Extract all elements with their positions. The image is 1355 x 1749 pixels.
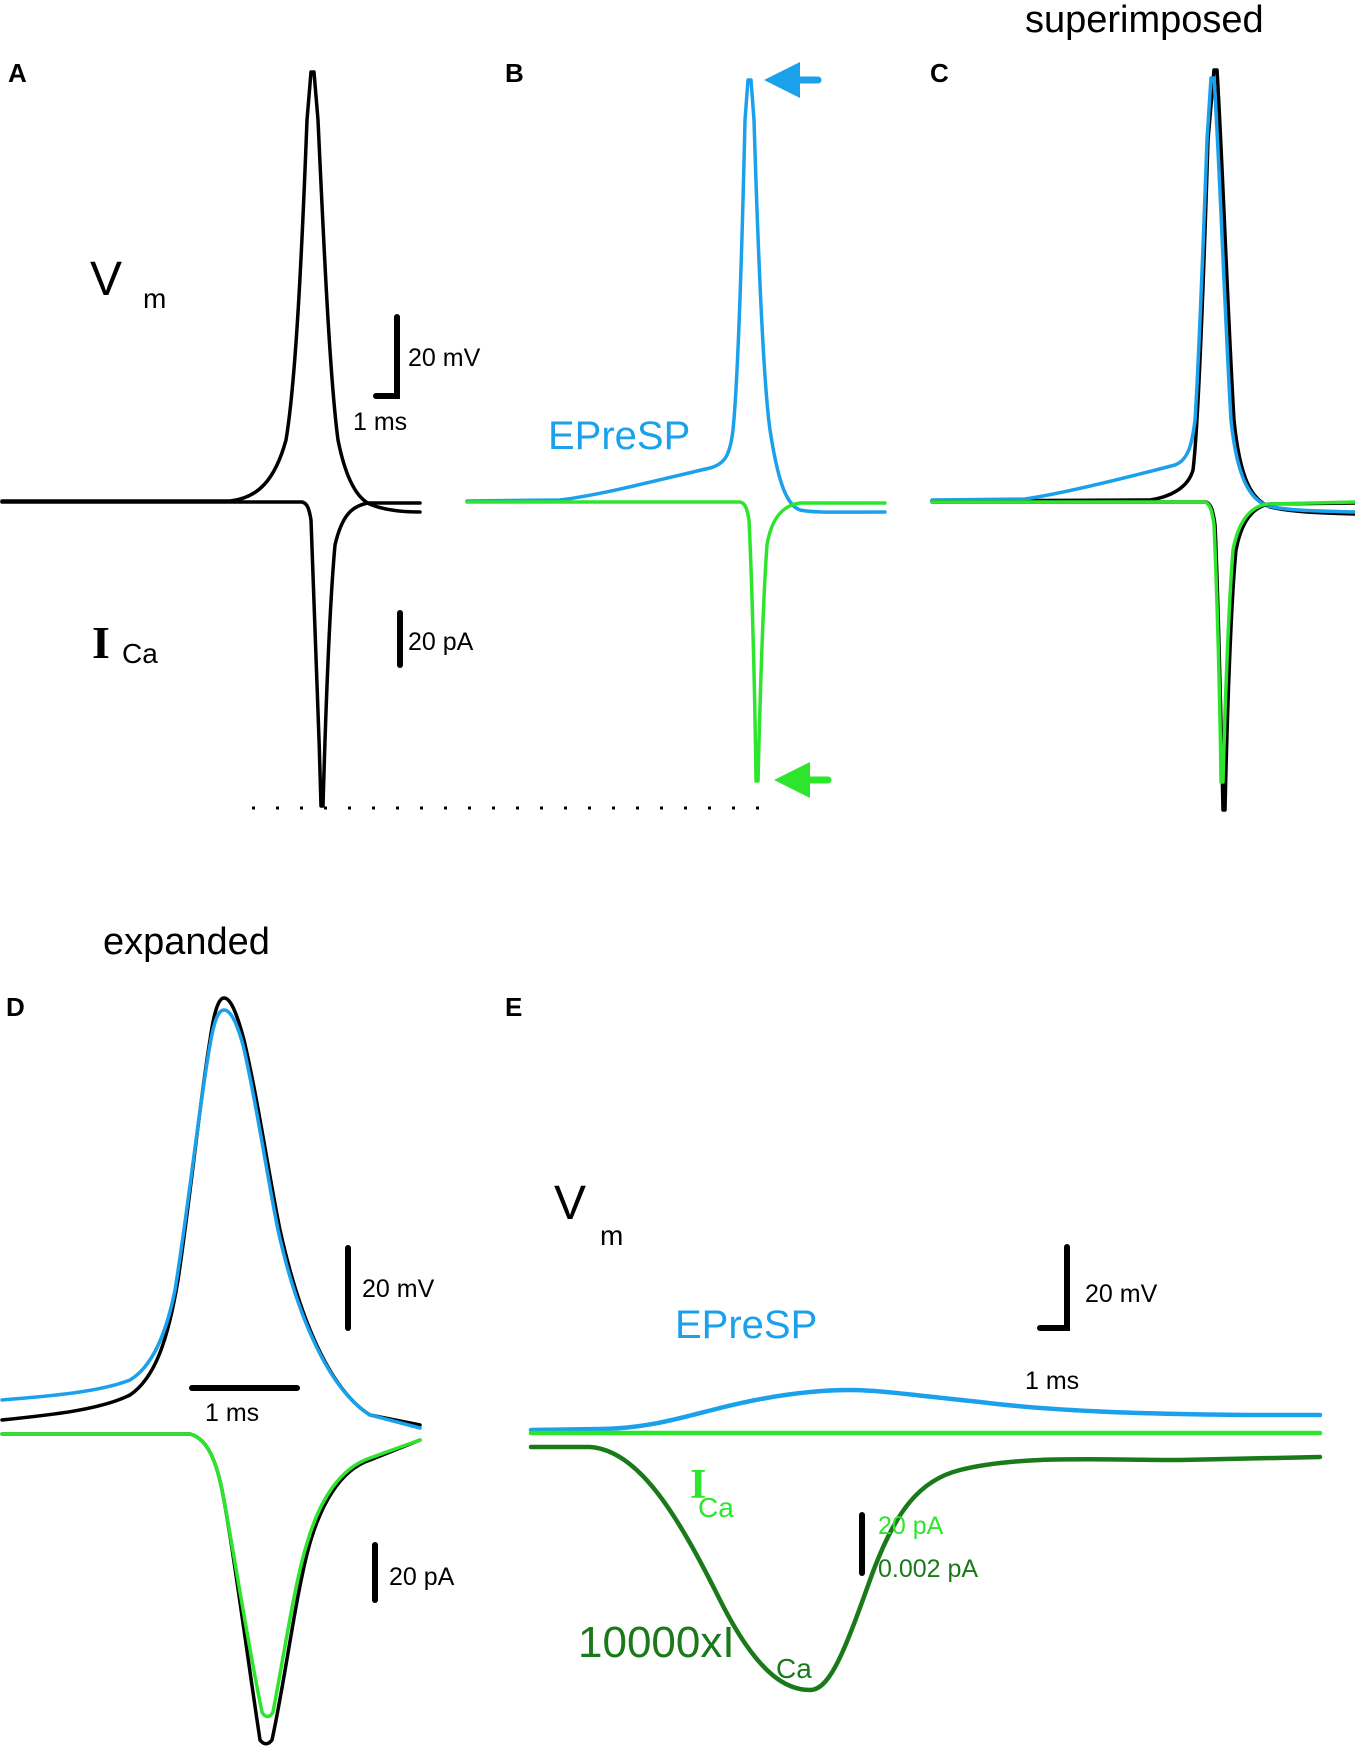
scale-e-current-2: 0.002 pA bbox=[878, 1555, 978, 1583]
trace-d-ica-epresp bbox=[0, 1432, 422, 1719]
label-ica-scaled: 10000xI bbox=[578, 1618, 735, 1667]
scale-e-current-1: 20 pA bbox=[878, 1512, 944, 1540]
trace-c-ica-model bbox=[930, 500, 1355, 812]
arrow-left-icon bbox=[764, 62, 822, 98]
panel-a: A V m I Ca 20 mV 1 ms 20 pA bbox=[0, 58, 770, 810]
panel-b: B EPreSP bbox=[465, 58, 887, 798]
scalebar-a-vt bbox=[373, 314, 400, 399]
panel-e: E V m EPreSP 20 mV 1 ms I Ca 20 pA 0.002… bbox=[505, 992, 1323, 1693]
arrow-left-icon bbox=[774, 762, 832, 798]
trace-d-ica-model bbox=[0, 1432, 422, 1746]
scalebar-e-vt bbox=[1037, 1244, 1070, 1331]
label-epresp-e: EPreSP bbox=[675, 1303, 817, 1347]
trace-d-epresp bbox=[0, 1008, 422, 1430]
label-ica-scaled-sub: Ca bbox=[776, 1653, 812, 1684]
trace-b-epresp bbox=[465, 78, 887, 514]
scale-d-voltage: 20 mV bbox=[362, 1275, 435, 1303]
panel-letter-e: E bbox=[505, 992, 522, 1022]
scale-d-time: 1 ms bbox=[205, 1399, 259, 1427]
trace-c-epresp bbox=[930, 76, 1355, 514]
trace-b-ica bbox=[465, 500, 887, 783]
label-vm-a: V bbox=[90, 253, 122, 306]
scale-a-current: 20 pA bbox=[408, 628, 474, 656]
panel-d: expanded D 20 mV 1 ms 20 pA bbox=[0, 921, 455, 1746]
trace-a-vm bbox=[0, 70, 422, 514]
label-ica-a-sub: Ca bbox=[122, 638, 158, 669]
panel-letter-b: B bbox=[505, 58, 524, 88]
panel-c: superimposed C bbox=[930, 0, 1355, 812]
trace-c-ica-epresp bbox=[930, 500, 1355, 784]
label-vm-e: V bbox=[554, 1177, 586, 1230]
scale-a-voltage: 20 mV bbox=[408, 344, 481, 372]
label-ica-e: I bbox=[690, 1462, 706, 1508]
label-ica-a: I bbox=[92, 617, 110, 668]
panel-letter-c: C bbox=[930, 58, 949, 88]
trace-e-epresp bbox=[528, 1387, 1323, 1433]
trace-d-vm-model bbox=[0, 996, 422, 1427]
panel-letter-d: D bbox=[6, 992, 25, 1022]
trace-a-ica bbox=[0, 500, 422, 808]
scale-e-time: 1 ms bbox=[1025, 1367, 1079, 1395]
label-epresp-b: EPreSP bbox=[548, 414, 690, 458]
title-expanded: expanded bbox=[103, 921, 270, 963]
label-vm-e-sub: m bbox=[600, 1220, 623, 1251]
trace-c-vm-model bbox=[930, 68, 1355, 516]
title-superimposed: superimposed bbox=[1025, 0, 1264, 41]
label-ica-e-sub: Ca bbox=[698, 1492, 734, 1523]
scale-d-current: 20 pA bbox=[389, 1563, 455, 1591]
label-vm-a-sub: m bbox=[143, 283, 166, 314]
scale-a-time: 1 ms bbox=[353, 408, 407, 436]
trace-e-ica-scaled bbox=[528, 1444, 1323, 1693]
panel-letter-a: A bbox=[8, 58, 27, 88]
scale-e-voltage: 20 mV bbox=[1085, 1280, 1158, 1308]
